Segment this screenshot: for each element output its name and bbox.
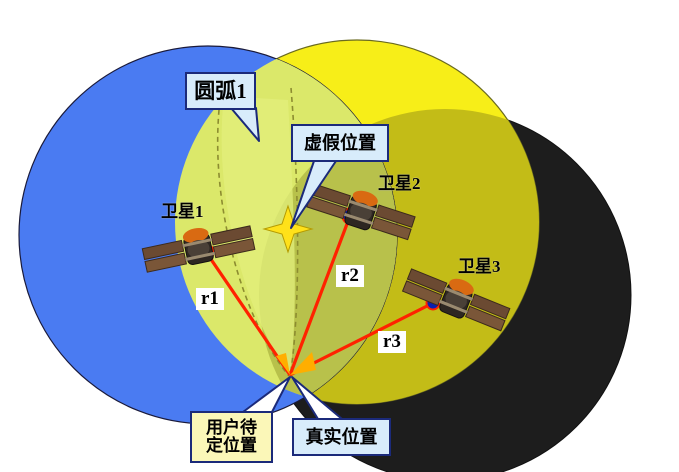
range-label-r3: r3 bbox=[378, 331, 406, 353]
user-position-pointer bbox=[242, 376, 291, 413]
convergence-wedge bbox=[290, 352, 316, 375]
satellite-1-label: 卫星1 bbox=[161, 202, 204, 221]
false-position-star bbox=[262, 204, 314, 254]
convergence-wedge-2 bbox=[276, 353, 290, 375]
satellite-3-label: 卫星3 bbox=[458, 257, 501, 276]
true-position-pointer bbox=[291, 376, 343, 420]
range-label-r3-text: r3 bbox=[383, 331, 401, 352]
satellite-1-icon bbox=[141, 225, 256, 273]
callout-user-position-line1: 用户待 bbox=[206, 418, 257, 438]
callout-user-position[interactable]: 用户待 定位置 bbox=[190, 411, 273, 463]
range-label-r1-text: r1 bbox=[201, 288, 219, 309]
range-label-r1: r1 bbox=[196, 288, 224, 310]
satellite-2-label: 卫星2 bbox=[378, 174, 421, 193]
false-position-pointer bbox=[290, 160, 337, 229]
callout-user-position-line2: 定位置 bbox=[206, 436, 257, 455]
callout-arc1-label: 圆弧1 bbox=[194, 78, 247, 103]
satellite-2-icon bbox=[306, 183, 416, 241]
callout-false-position[interactable]: 虚假位置 bbox=[291, 124, 389, 162]
callout-true-position-label: 真实位置 bbox=[305, 426, 378, 447]
dashed-arc-2 bbox=[289, 87, 299, 377]
callout-true-position[interactable]: 真实位置 bbox=[292, 418, 391, 456]
satellite-3-icon bbox=[401, 268, 511, 332]
arc1-pointer bbox=[230, 107, 260, 142]
arc-band-shading bbox=[221, 96, 295, 375]
callout-arc1[interactable]: 圆弧1 bbox=[185, 72, 256, 110]
callout-false-position-label: 虚假位置 bbox=[304, 132, 376, 153]
range-label-r2-text: r2 bbox=[341, 265, 359, 286]
range-label-r2: r2 bbox=[336, 265, 364, 287]
range-line-r1 bbox=[204, 251, 292, 376]
range-line-r2 bbox=[288, 215, 352, 376]
